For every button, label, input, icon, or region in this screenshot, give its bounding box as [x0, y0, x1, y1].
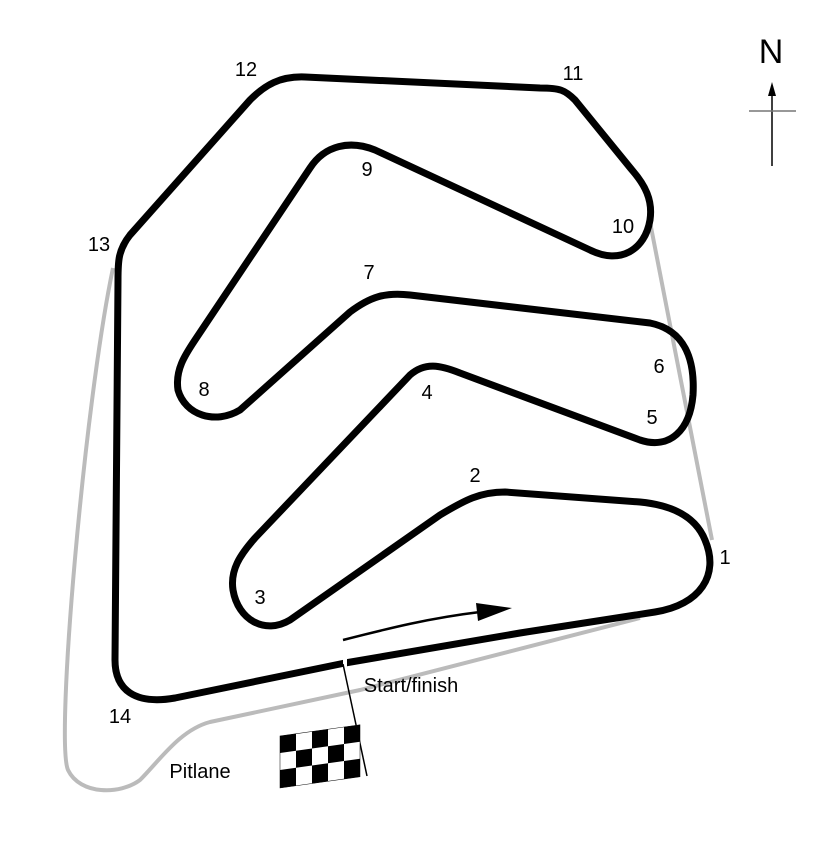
turn-10-label: 10	[611, 216, 635, 238]
turn-8-label: 8	[198, 379, 210, 401]
checkered-flag-icon	[279, 663, 368, 789]
start-finish-label: Start/finish	[363, 675, 459, 697]
turn-13-label: 13	[87, 234, 111, 256]
turn-7-label: 7	[363, 262, 375, 284]
turn-2-label: 2	[469, 465, 481, 487]
turn-12-label: 12	[234, 59, 258, 81]
turn-4-label: 4	[421, 382, 433, 404]
turn-9-label: 9	[361, 159, 373, 181]
pitlane-path	[62, 221, 714, 793]
direction-arrow-icon	[342, 603, 512, 642]
turn-3-label: 3	[254, 587, 266, 609]
turn-14-label: 14	[108, 706, 132, 728]
north-label: N	[758, 33, 784, 71]
north-arrow-icon	[749, 82, 796, 166]
turn-5-label: 5	[646, 407, 658, 429]
track-path	[111, 73, 714, 704]
turn-1-label: 1	[719, 547, 731, 569]
pitlane-label: Pitlane	[169, 761, 231, 783]
turn-11-label: 11	[562, 63, 584, 85]
turn-6-label: 6	[653, 356, 665, 378]
